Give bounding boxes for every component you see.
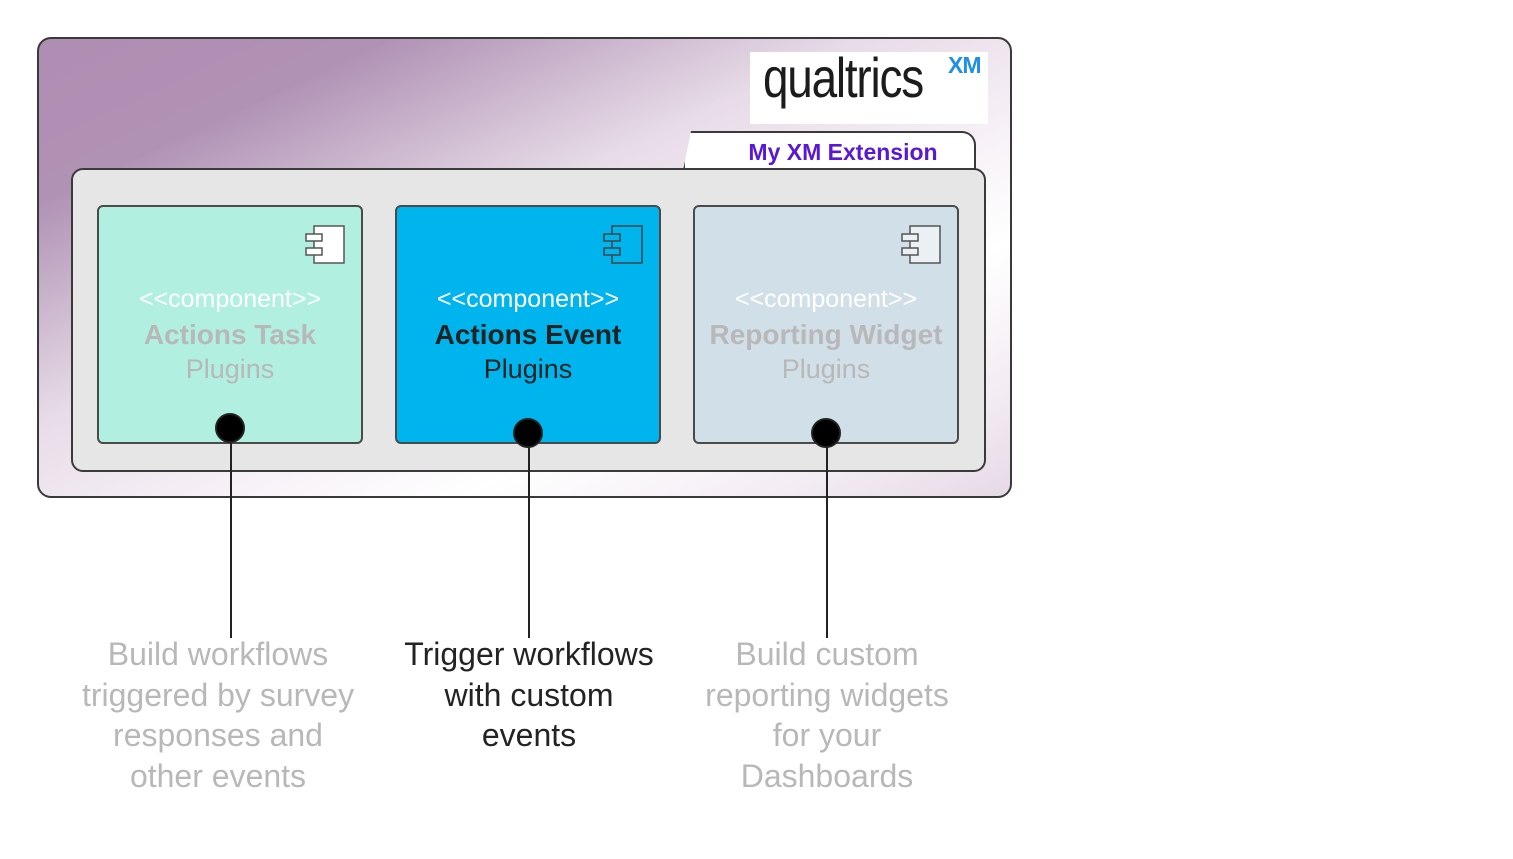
description-line: other events: [129, 757, 307, 794]
qualtrics-logo: qualtrics XM: [750, 46, 988, 124]
component-actions-event: <<component>> Actions Event Plugins: [395, 205, 661, 444]
component-stereotype: <<component>>: [734, 285, 918, 313]
component-actions-task: <<component>> Actions Task Plugins: [97, 205, 363, 444]
interface-port-icon: [215, 413, 245, 443]
uml-component-icon: [305, 225, 345, 264]
description-line: triggered by survey: [81, 676, 355, 713]
connector-line: [230, 430, 232, 638]
description-line: Dashboards: [740, 757, 914, 794]
description-line: for your: [772, 717, 882, 753]
description-actions-task: Build workflows triggered by survey resp…: [58, 634, 378, 796]
description-line: with custom: [444, 676, 614, 713]
description-line: reporting widgets: [705, 676, 949, 713]
logo-text: qualtrics: [763, 46, 924, 109]
component-name: Actions Task: [143, 319, 317, 350]
component-reporting-widget: <<component>> Reporting Widget Plugins: [693, 205, 959, 444]
component-subtitle: Plugins: [185, 354, 275, 384]
logo-xm-suffix: XM: [948, 52, 981, 78]
description-actions-event: Trigger workflows with custom events: [369, 634, 689, 756]
component-subtitle: Plugins: [483, 354, 573, 384]
uml-component-icon: [603, 225, 643, 264]
description-line: Build custom: [735, 636, 919, 672]
component-stereotype: <<component>>: [436, 285, 620, 313]
description-line: responses and: [113, 717, 323, 753]
component-subtitle: Plugins: [781, 354, 871, 384]
component-name: Actions Event: [434, 319, 622, 350]
description-line: events: [481, 717, 577, 753]
interface-port-icon: [513, 418, 543, 448]
description-reporting-widget: Build custom reporting widgets for your …: [667, 634, 987, 796]
connector-line: [528, 434, 530, 638]
connector-line: [826, 434, 828, 638]
extension-tab: [683, 131, 976, 171]
extension-label: My XM Extension: [748, 139, 938, 165]
description-line: Build workflows: [107, 636, 329, 672]
uml-component-icon: [901, 225, 941, 264]
component-stereotype: <<component>>: [138, 285, 322, 313]
description-line: Trigger workflows: [404, 636, 654, 672]
interface-port-icon: [811, 418, 841, 448]
component-name: Reporting Widget: [709, 319, 943, 350]
